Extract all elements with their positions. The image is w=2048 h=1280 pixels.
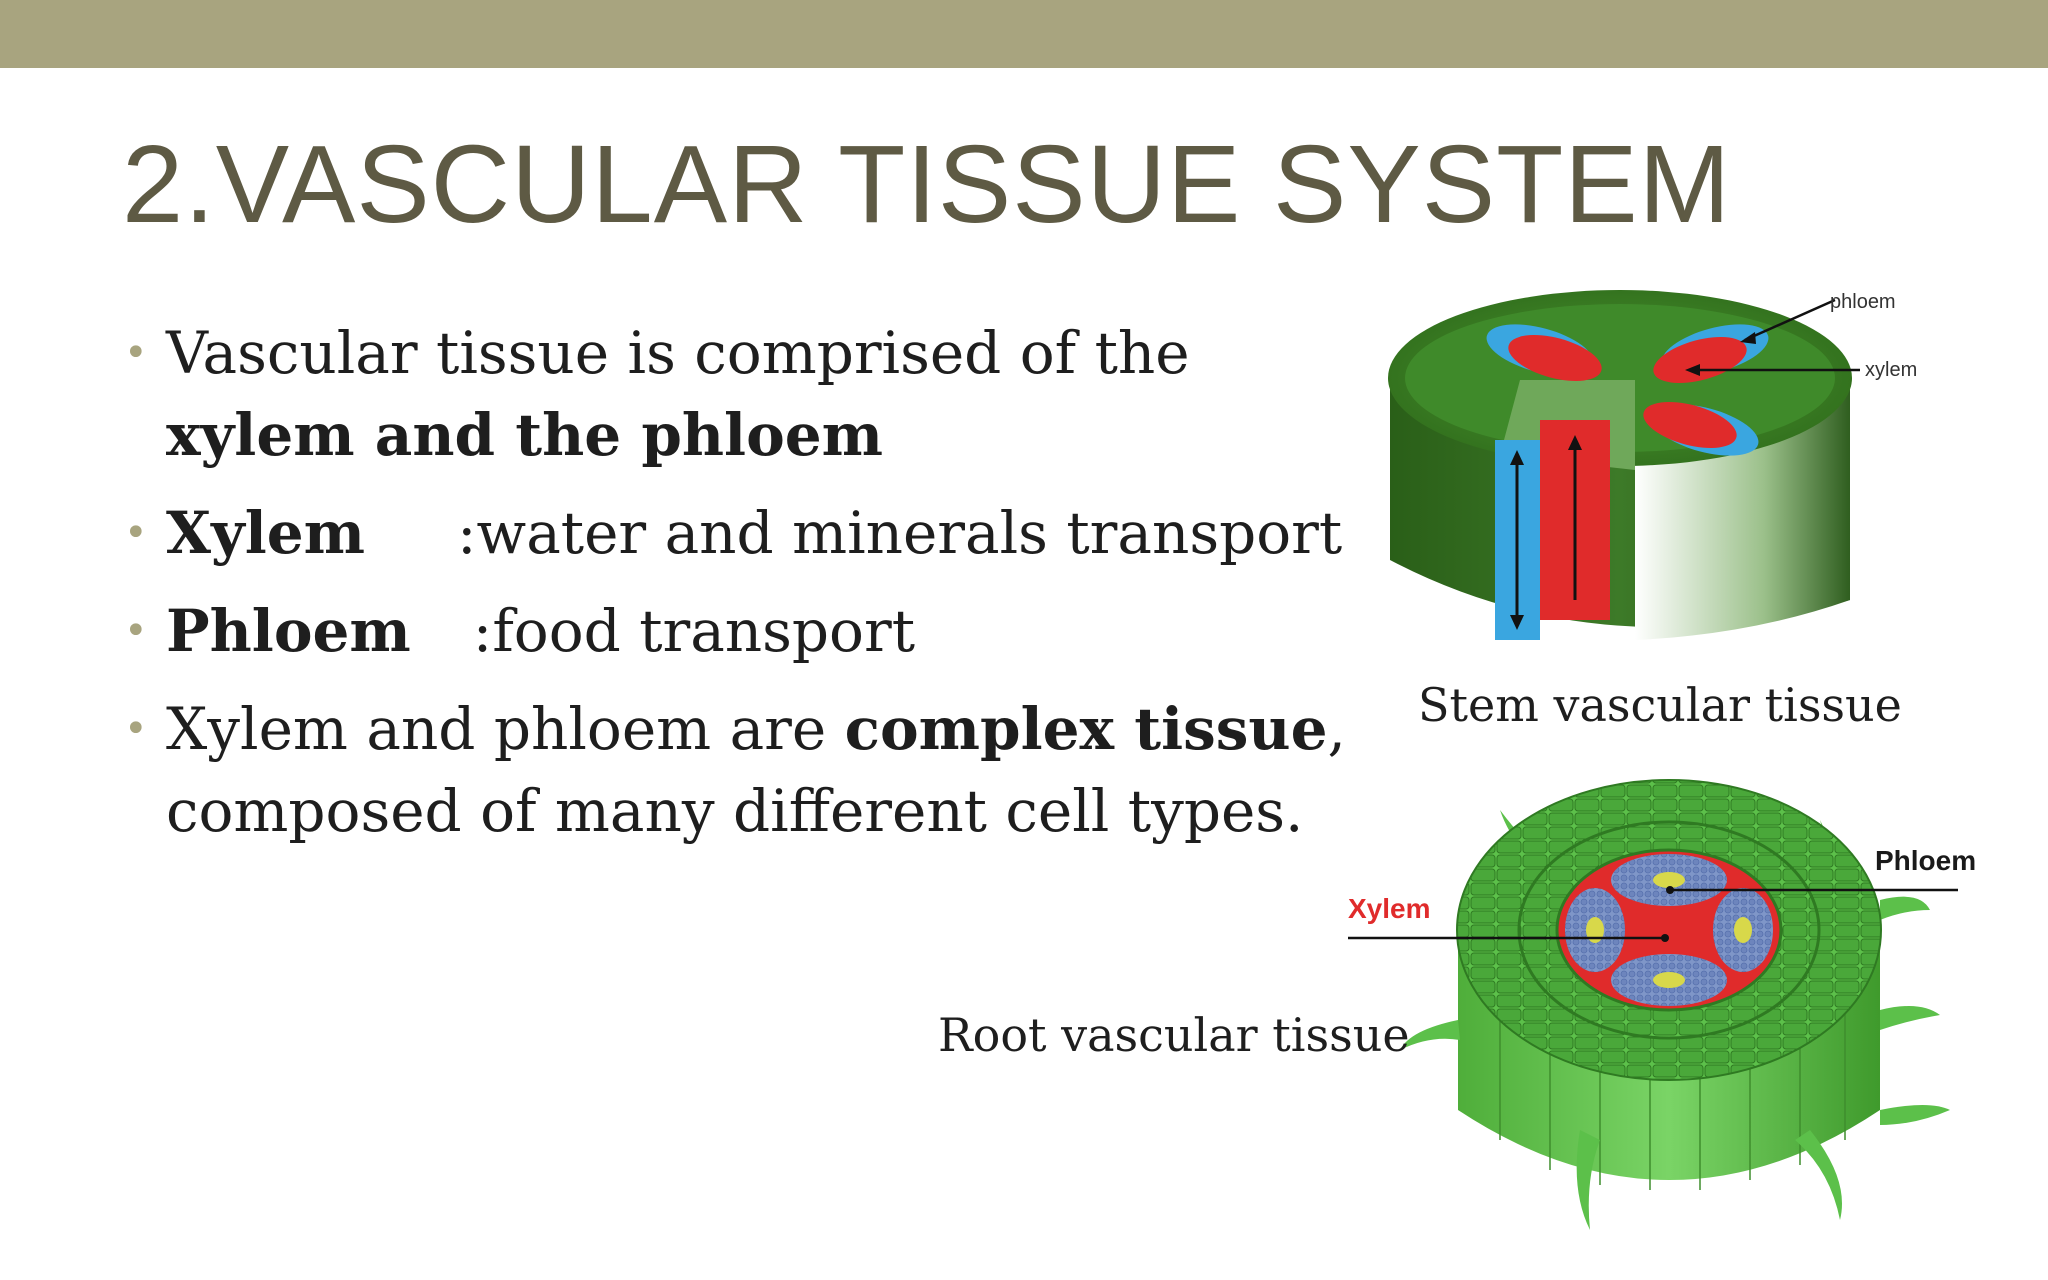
bullet-bold-text: complex tissue	[844, 695, 1328, 763]
bullet-text: :water and minerals transport	[457, 499, 1343, 567]
root-diagram: Xylem Phloem	[1348, 779, 1976, 1230]
stem-diagram: phloem xylem	[1388, 290, 1917, 640]
bullet-dot-icon: •	[124, 608, 148, 654]
root-phloem-lobes	[1565, 854, 1773, 1006]
stem-phloem-label: phloem	[1830, 291, 1896, 313]
bullet-item: • Phloem :food transport	[124, 590, 1354, 672]
bullet-dot-icon: •	[124, 706, 148, 752]
bullet-item: • Vascular tissue is comprised of the xy…	[124, 312, 1354, 476]
root-caption: Root vascular tissue	[938, 1008, 1410, 1062]
bullet-text: :food transport	[472, 597, 916, 665]
slide-title: 2.VASCULAR TISSUE SYSTEM	[122, 123, 1732, 246]
bullet-text: Xylem and phloem are	[166, 695, 845, 763]
bullet-item: • Xylem and phloem are complex tissue, c…	[124, 688, 1354, 852]
bullet-bold-text: Xylem	[166, 499, 366, 567]
bullet-dot-icon: •	[124, 510, 148, 556]
bullet-text: ,	[1327, 695, 1346, 763]
bullet-dot-icon: •	[124, 330, 148, 376]
bullet-text: Vascular tissue is comprised of the	[166, 319, 1190, 387]
bullet-bold-text: Phloem	[166, 597, 411, 665]
bullet-text: composed of many different cell types.	[166, 777, 1304, 845]
top-accent-bar	[0, 0, 2048, 68]
stem-xylem-label: xylem	[1865, 359, 1917, 381]
bullet-item: • Xylem :water and minerals transport	[124, 492, 1354, 574]
root-xylem-label: Xylem	[1348, 893, 1431, 924]
root-phloem-label: Phloem	[1875, 845, 1976, 876]
bullet-bold-text: xylem and the phloem	[166, 401, 884, 469]
bullet-list: • Vascular tissue is comprised of the xy…	[124, 312, 1354, 868]
stem-vascular-bundles	[1486, 324, 1769, 456]
stem-caption: Stem vascular tissue	[1418, 678, 1902, 732]
